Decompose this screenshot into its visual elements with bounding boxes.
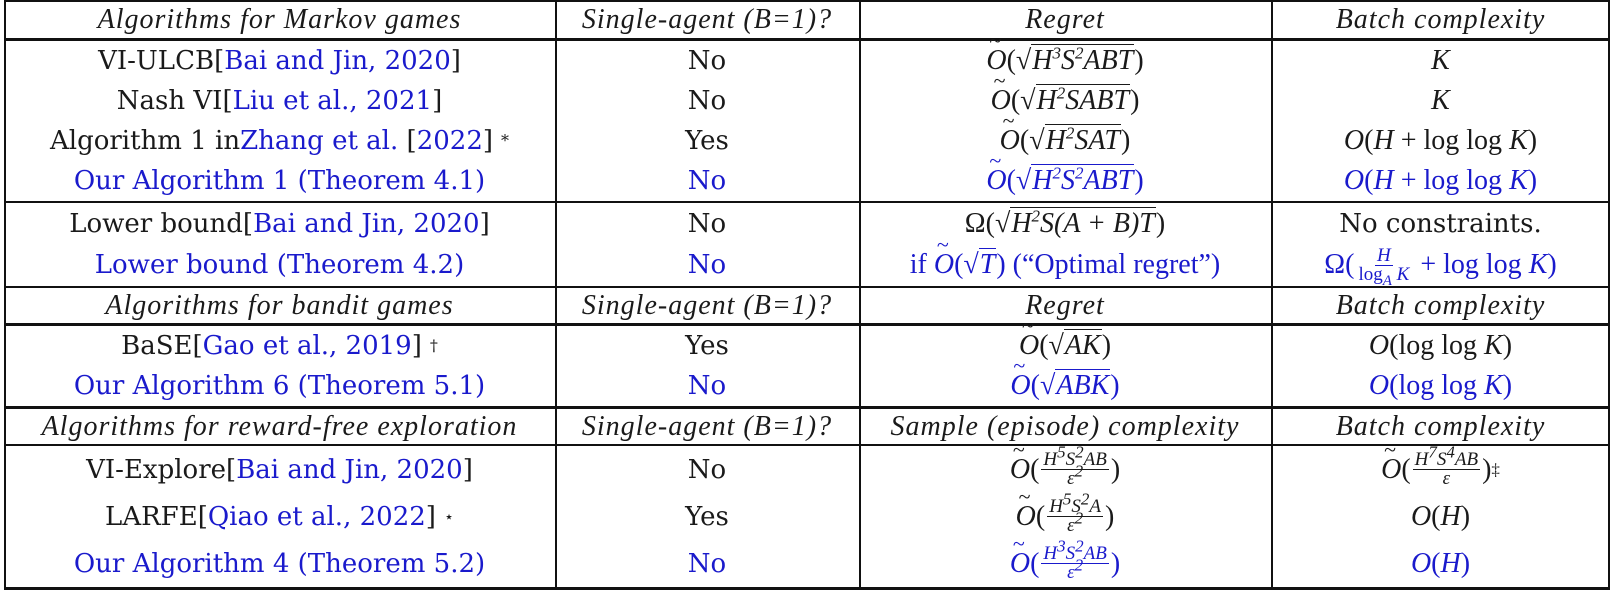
- table-row-zhang: Algorithm 1 in Zhang et al. [2022]* Yes …: [4, 108, 1610, 161]
- rule-header-3: [4, 444, 1610, 446]
- regret-value: O(√H2S2ABT): [859, 148, 1271, 201]
- algorithm-name: VI-ULCB [Bai and Jin, 2020]: [98, 46, 461, 76]
- section-header-bandit: Algorithms for bandit games Single-agent…: [4, 288, 1610, 323]
- header-algorithms-markov: Algorithms for Markov games: [97, 4, 462, 35]
- batch-value: O(H + log log K): [1343, 125, 1538, 156]
- regret-value: if O(√T) (“Optimal regret”): [859, 232, 1271, 286]
- header-single-agent: Single-agent (B=1)?: [581, 4, 833, 35]
- single-agent-value: Yes: [685, 331, 729, 361]
- algorithm-name: Lower bound (Theorem 4.2): [94, 250, 465, 280]
- header-batch-complexity: Batch complexity: [1335, 410, 1546, 442]
- batch-value: O(log log K): [1368, 330, 1513, 361]
- batch-value: O(log log K): [1368, 370, 1513, 401]
- rule-right: [1608, 0, 1610, 590]
- algorithm-name: LARFE [Qiao et al., 2022]⋆: [105, 501, 454, 532]
- single-agent-value: No: [687, 548, 727, 579]
- citation-link[interactable]: Zhang et al.: [240, 126, 399, 156]
- single-agent-value: No: [687, 250, 727, 280]
- regret-value: O(√H2SAT): [859, 108, 1271, 161]
- citation-link[interactable]: Gao et al., 2019: [202, 331, 412, 361]
- batch-value: K: [1431, 85, 1450, 116]
- citation-link[interactable]: Liu et al., 2021: [232, 86, 433, 116]
- regret-value: O(√AK): [859, 313, 1271, 366]
- table-row-our-algorithm-1: Our Algorithm 1 (Theorem 4.1) No O(√H2S2…: [4, 148, 1610, 201]
- regret-value: O(√H2SABT): [859, 68, 1271, 121]
- table-row-lower-bound-theorem: Lower bound (Theorem 4.2) No if O(√T) (“…: [4, 232, 1610, 289]
- table-row-nash-vi: Nash VI [Liu et al., 2021] No O(√H2SABT)…: [4, 68, 1610, 121]
- algorithm-name: Nash VI [Liu et al., 2021]: [116, 86, 443, 116]
- section-header-markov: Algorithms for Markov games Single-agent…: [4, 2, 1610, 38]
- rule-header-1: [4, 38, 1610, 41]
- regret-value: O(√H3S2ABT): [859, 28, 1271, 81]
- rule-bottom: [4, 587, 1610, 590]
- rule-section-3: [4, 406, 1610, 409]
- algorithm-name: Algorithm 1 in Zhang et al. [2022]*: [49, 126, 510, 156]
- algorithm-name: Our Algorithm 1 (Theorem 4.1): [73, 166, 486, 196]
- single-agent-value: Yes: [685, 126, 729, 156]
- single-agent-value: Yes: [685, 501, 729, 532]
- rule-section-2: [4, 286, 1610, 288]
- header-regret: Regret: [1025, 289, 1105, 321]
- algorithm-name: Our Algorithm 6 (Theorem 5.1): [73, 371, 486, 401]
- header-algorithms-reward-free: Algorithms for reward-free exploration: [41, 410, 518, 442]
- comparison-table: Algorithms for Markov games Single-agent…: [4, 0, 1610, 590]
- batch-value: K: [1431, 45, 1450, 76]
- rule-col3: [1271, 0, 1273, 590]
- batch-value: O(H + log log K): [1343, 165, 1538, 196]
- header-algorithms-bandit: Algorithms for bandit games: [105, 289, 454, 321]
- rule-col2: [859, 0, 861, 590]
- citation-link[interactable]: Bai and Jin, 2020: [236, 454, 463, 485]
- single-agent-value: No: [687, 371, 727, 401]
- citation-link[interactable]: Bai and Jin, 2020: [224, 46, 451, 76]
- algorithm-name: Lower bound [Bai and Jin, 2020]: [69, 208, 490, 239]
- table-row-base: BaSE [Gao et al., 2019]† Yes O(√AK) O(lo…: [4, 313, 1610, 366]
- batch-value: O(H): [1410, 500, 1471, 532]
- table-row-our-algorithm-6: Our Algorithm 6 (Theorem 5.1) No O(√ABK)…: [4, 353, 1610, 406]
- rule-top: [4, 0, 1610, 2]
- header-batch-complexity: Batch complexity: [1335, 4, 1546, 35]
- regret-value: O(√ABK): [859, 353, 1271, 406]
- section-header-reward-free: Algorithms for reward-free exploration S…: [4, 409, 1610, 444]
- table-row-lower-bound-bai-jin: Lower bound [Bai and Jin, 2020] No Ω(√H2…: [4, 203, 1610, 244]
- algorithm-name: BaSE [Gao et al., 2019]†: [121, 331, 438, 361]
- batch-value: O(H): [1410, 547, 1471, 579]
- rule-group-1: [4, 201, 1610, 203]
- single-agent-value: No: [687, 86, 727, 116]
- single-agent-value: No: [687, 46, 727, 76]
- rule-col1: [555, 0, 557, 590]
- header-regret: Regret: [1025, 4, 1105, 35]
- header-sample-complexity: Sample (episode) complexity: [890, 410, 1240, 442]
- citation-link[interactable]: Qiao et al., 2022: [207, 501, 426, 532]
- single-agent-value: No: [687, 166, 727, 196]
- table-row-vi-ulcb: VI-ULCB [Bai and Jin, 2020] No O(√H3S2AB…: [4, 28, 1610, 81]
- rule-left: [4, 0, 6, 590]
- header-batch-complexity: Batch complexity: [1335, 289, 1546, 321]
- header-single-agent: Single-agent (B=1)?: [581, 289, 833, 321]
- rule-header-2: [4, 323, 1610, 326]
- citation-year-link[interactable]: 2022: [416, 126, 483, 156]
- algorithm-name: VI-Explore [Bai and Jin, 2020]: [86, 454, 473, 485]
- regret-value: Ω(√H2S(A + B)T): [964, 206, 1166, 239]
- single-agent-value: No: [687, 454, 727, 485]
- table-row-vi-explore: VI-Explore [Bai and Jin, 2020] No O(H5S2…: [4, 437, 1610, 493]
- algorithm-name: Our Algorithm 4 (Theorem 5.2): [73, 548, 486, 579]
- batch-value: No constraints.: [1339, 208, 1542, 239]
- single-agent-value: No: [687, 208, 727, 239]
- header-single-agent: Single-agent (B=1)?: [581, 410, 833, 442]
- citation-link[interactable]: Bai and Jin, 2020: [253, 208, 480, 239]
- table-row-larfe: LARFE [Qiao et al., 2022]⋆ Yes O(H5S2Aε2…: [4, 484, 1610, 540]
- table-row-our-algorithm-4: Our Algorithm 4 (Theorem 5.2) No O(H3S2A…: [4, 531, 1610, 587]
